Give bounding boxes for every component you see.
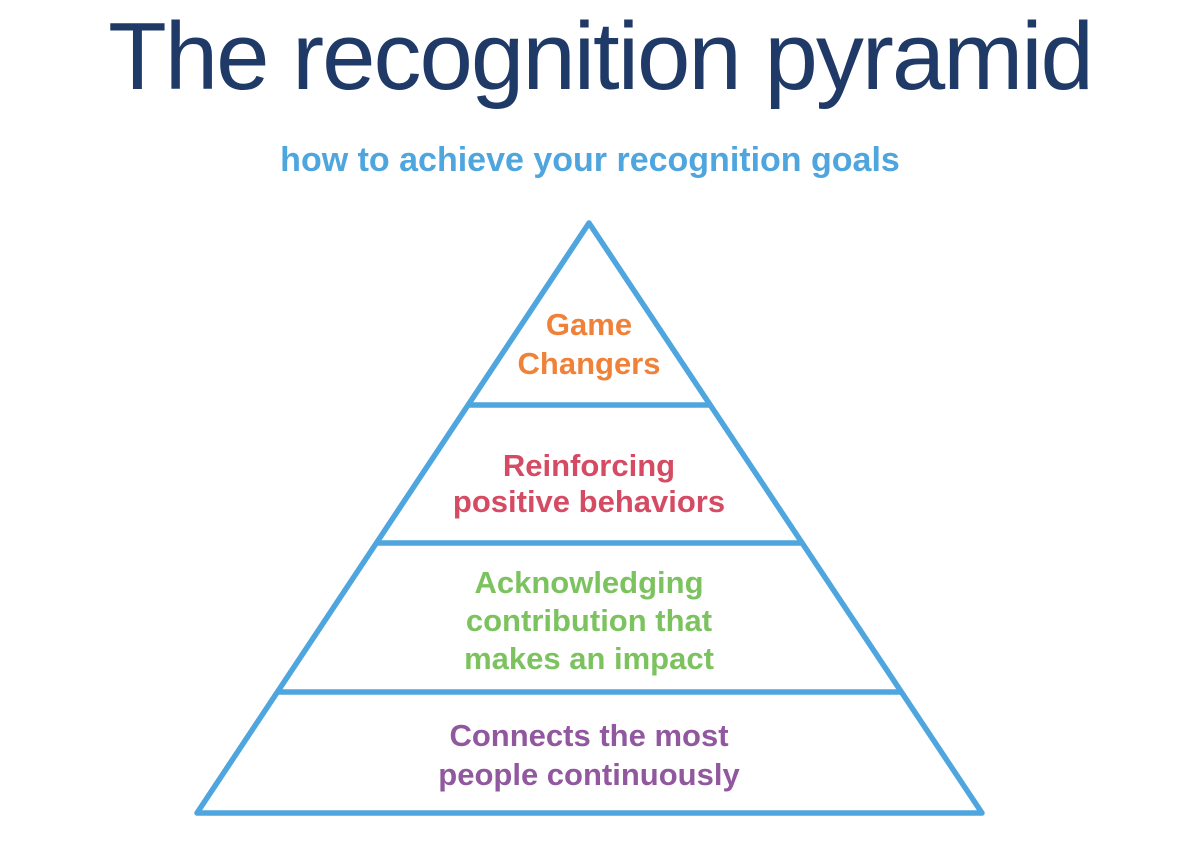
level-text-line: Reinforcing (502, 448, 676, 483)
level-text-line: Connects the most (449, 718, 729, 753)
level-text-line: makes an impact (464, 641, 714, 676)
level-text-line: positive behaviors (452, 484, 726, 519)
page-title: The recognition pyramid (108, 3, 1094, 110)
level-text-line: Changers (517, 346, 661, 381)
level-text-line: contribution that (465, 603, 713, 638)
pyramid-level-reinforcing-positive-behaviors: Reinforcing positive behaviors (453, 448, 725, 520)
pyramid-level-game-changers: Game Changers (518, 305, 661, 383)
pyramid-level-connects-people: Connects the most people continuously (438, 716, 739, 794)
level-text-line: Acknowledging (474, 565, 704, 600)
pyramid-level-acknowledging-contribution: Acknowledging contribution that makes an… (464, 564, 714, 678)
page-subtitle: how to achieve your recognition goals (280, 141, 900, 179)
level-text-line: Game (545, 307, 633, 342)
pyramid-outline (194, 220, 985, 816)
level-text-line: people continuously (438, 757, 740, 792)
